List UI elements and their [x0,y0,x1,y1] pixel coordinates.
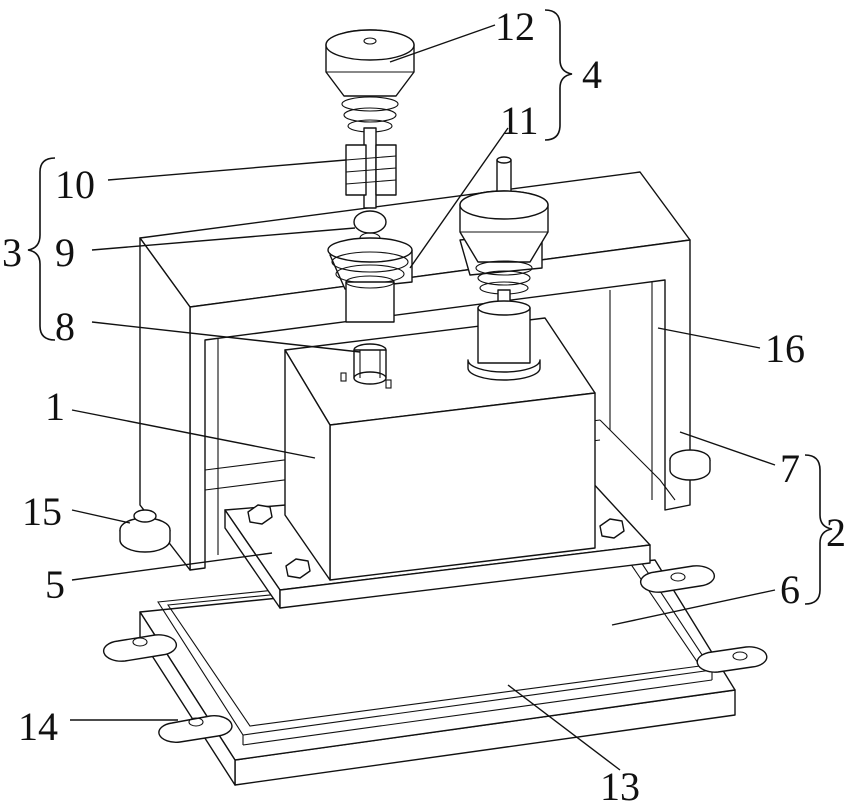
label-11: 11 [500,98,539,143]
label-5: 5 [45,562,65,607]
label-14: 14 [18,704,58,749]
label-9: 9 [55,230,75,275]
label-10: 10 [55,162,95,207]
label-8: 8 [55,304,75,349]
main-housing [285,318,595,580]
label-7: 7 [780,446,800,491]
label-15: 15 [22,489,62,534]
label-13: 13 [600,764,640,807]
label-3: 3 [2,230,22,275]
label-4: 4 [582,52,602,97]
label-1: 1 [45,384,65,429]
label-16: 16 [765,326,805,371]
label-2: 2 [826,510,846,555]
label-12: 12 [495,4,535,49]
label-6: 6 [780,567,800,612]
